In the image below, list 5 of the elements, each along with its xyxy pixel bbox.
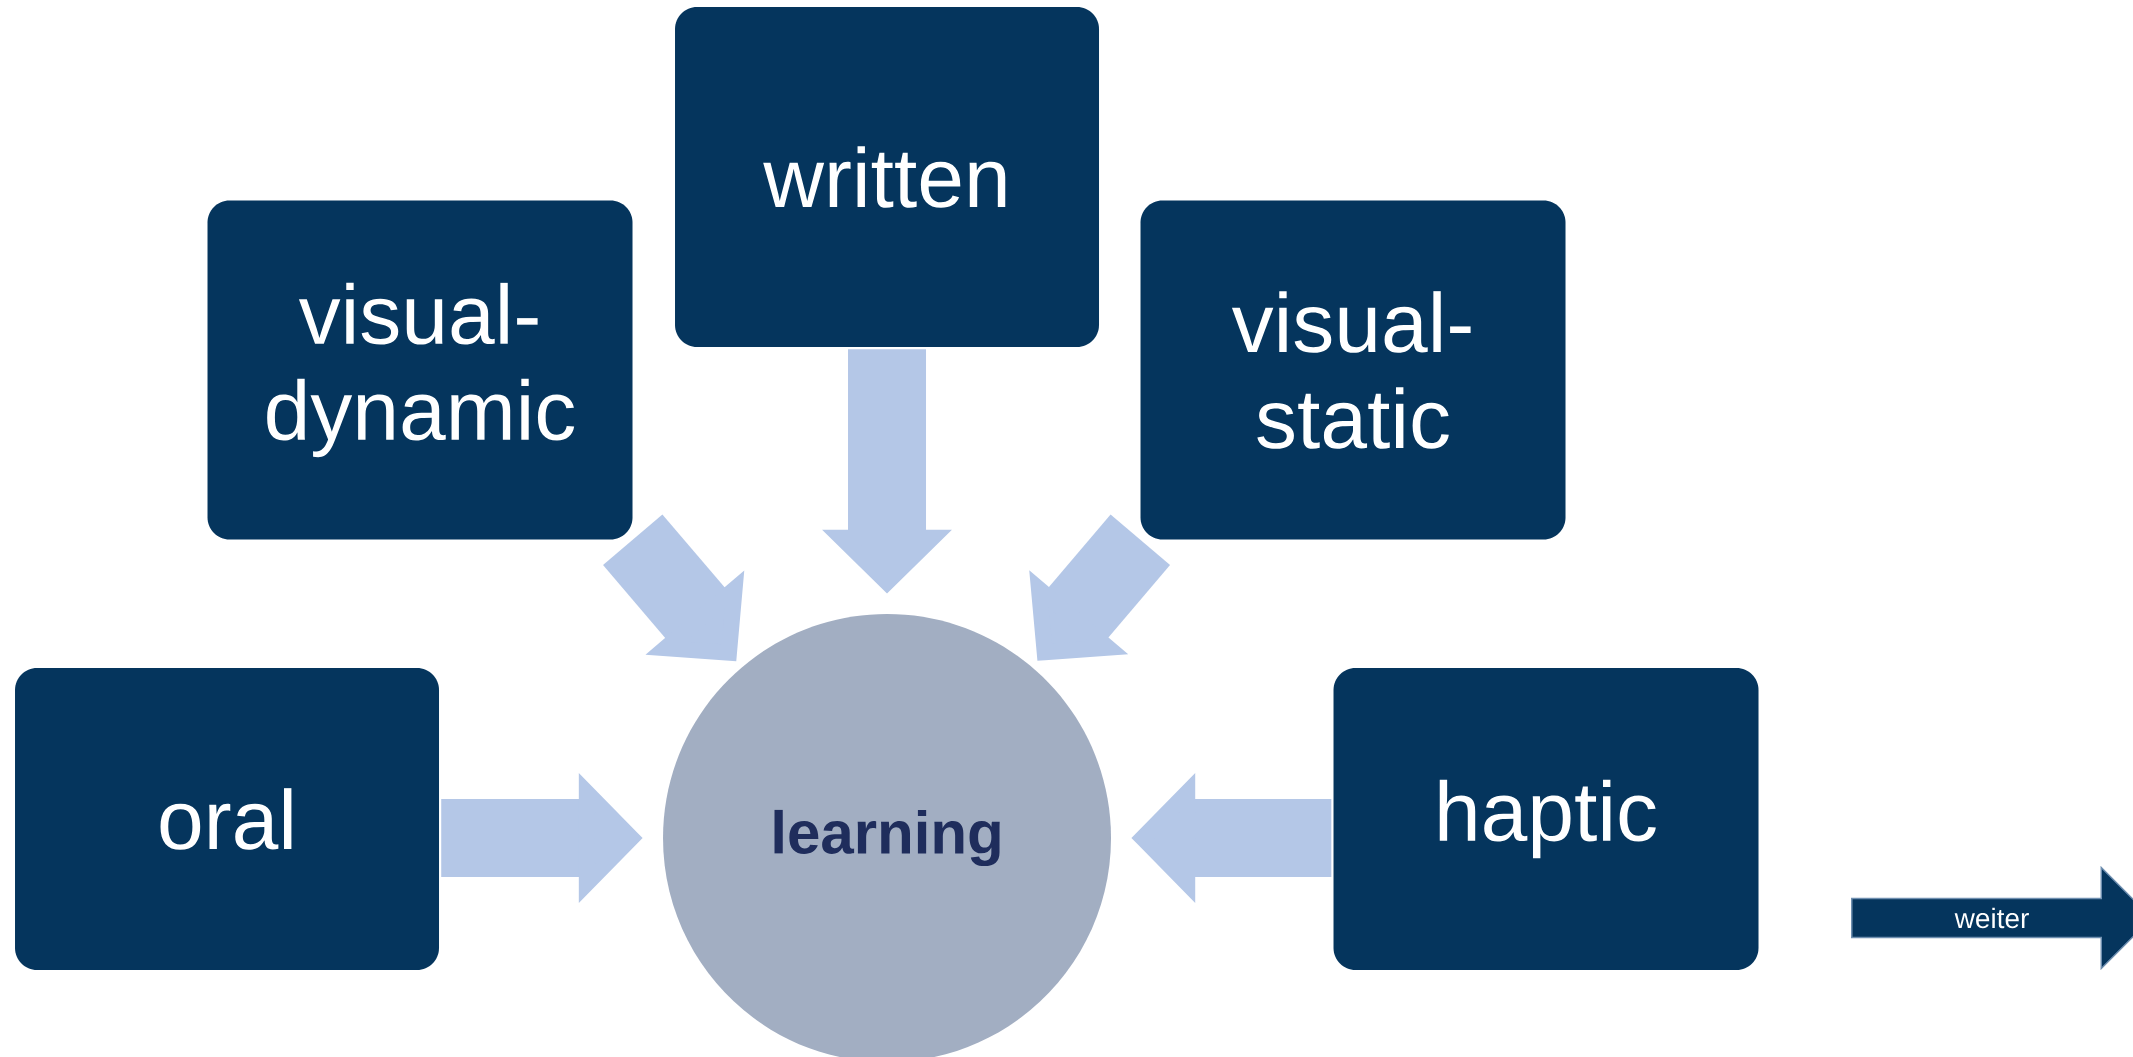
text-box: haptic — [1333, 668, 1759, 970]
text-box: written — [675, 7, 1099, 347]
text-box: visual-dynamic — [207, 200, 633, 540]
text-box: visual-static — [1140, 200, 1566, 540]
text-box: oral — [15, 668, 439, 970]
